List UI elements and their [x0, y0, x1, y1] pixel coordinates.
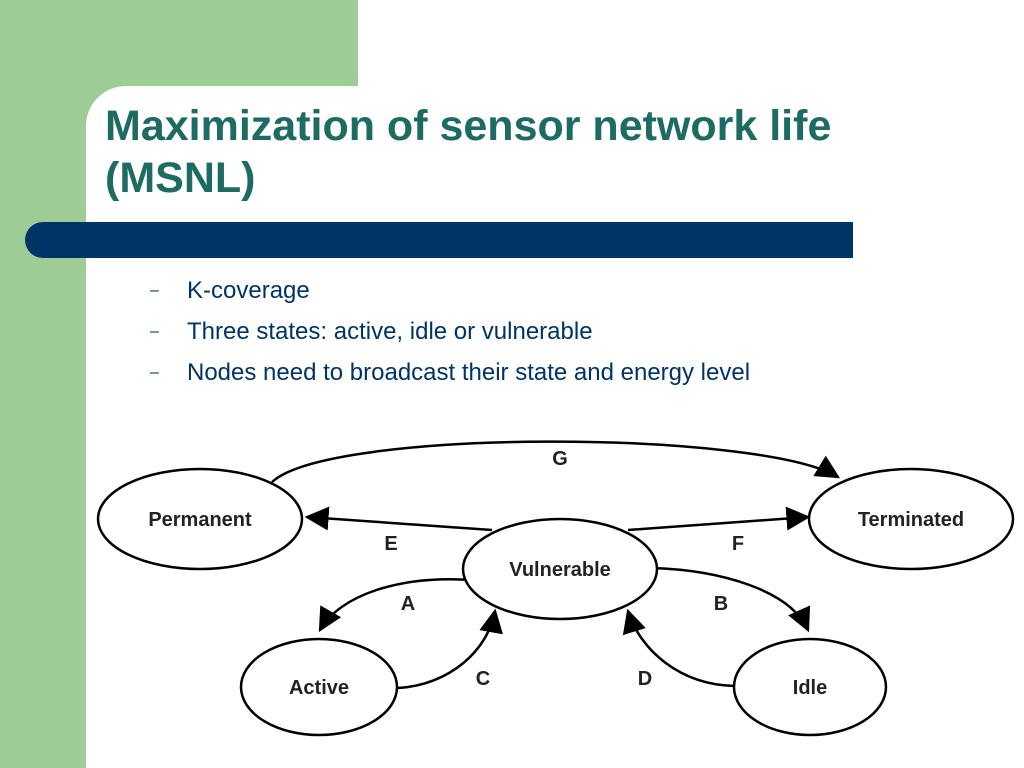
bullet-item-three-states: – Three states: active, idle or vulnerabl… — [150, 311, 750, 352]
bullet-list: – K-coverage – Three states: active, idle … — [150, 270, 750, 393]
edge-label-b: B — [714, 593, 728, 615]
node-terminated — [807, 467, 1015, 571]
node-idle — [732, 637, 888, 737]
slide-top-band — [358, 0, 1024, 90]
bullet-dash-icon: – — [150, 323, 159, 340]
node-label-vulnerable: Vulnerable — [509, 559, 611, 581]
bullet-item-broadcast: – Nodes need to broadcast their state and… — [150, 352, 750, 393]
edge-label-d: D — [638, 668, 652, 690]
edge-label-e: E — [384, 533, 397, 555]
bullet-dash-icon: – — [150, 282, 159, 299]
edge-label-f: F — [732, 533, 744, 555]
edge-c-arrow — [397, 608, 503, 690]
edge-d-arrow — [622, 608, 736, 688]
title-divider-bar — [25, 222, 853, 258]
edge-e-arrow — [304, 506, 493, 532]
node-label-terminated: Terminated — [858, 509, 964, 531]
edge-label-c: C — [476, 668, 490, 690]
slide-title: Maximization of sensor network life (MSN… — [105, 102, 832, 202]
bullet-text: Nodes need to broadcast their state and … — [187, 359, 751, 386]
edge-g-arrow — [271, 440, 841, 483]
edge-label-a: A — [401, 593, 415, 615]
edge-f-arrow — [627, 506, 811, 532]
edge-b-arrow — [651, 566, 811, 633]
node-permanent — [96, 467, 304, 571]
bullet-text: K-coverage — [187, 277, 310, 304]
bullet-text: Three states: active, idle or vulnerable — [187, 318, 593, 345]
bullet-item-k-coverage: – K-coverage — [150, 270, 750, 311]
edge-label-g: G — [552, 448, 568, 470]
edge-a-arrow — [318, 578, 473, 633]
node-label-idle: Idle — [793, 677, 827, 699]
node-active — [239, 637, 399, 737]
node-vulnerable — [461, 517, 659, 621]
bullet-dash-icon: – — [150, 364, 159, 381]
node-label-permanent: Permanent — [148, 509, 252, 531]
node-label-active: Active — [289, 677, 349, 699]
